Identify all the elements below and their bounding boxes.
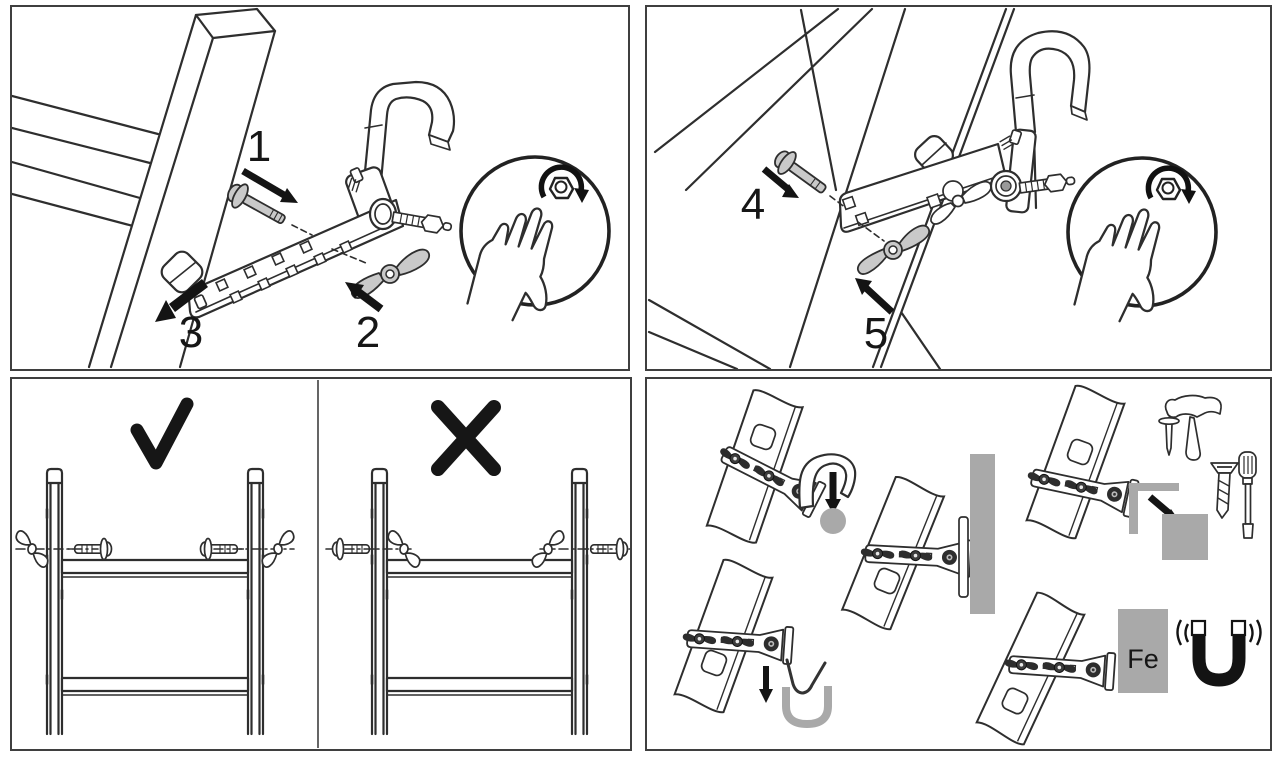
post-hole <box>700 649 728 677</box>
arrow-icon <box>1147 494 1173 517</box>
post-slots <box>370 508 589 685</box>
panel-attach-bracket: 1 2 3 <box>10 5 630 371</box>
hand-tighten-icon <box>461 157 609 329</box>
usage-hook-down <box>673 557 832 729</box>
hook-down-icon <box>785 658 827 695</box>
bolt-icon <box>774 150 847 209</box>
hammer-icon <box>1164 394 1222 461</box>
post-hole <box>749 423 777 451</box>
stud-icon <box>999 129 1023 151</box>
step-label-4: 4 <box>741 180 765 229</box>
check-icon <box>130 397 194 470</box>
arrow-step4 <box>761 166 799 198</box>
corner-bracket-icon <box>1129 483 1179 534</box>
hand-tighten-icon <box>1068 158 1216 330</box>
wing-nut-icon <box>857 221 930 275</box>
post-hole <box>1066 438 1094 466</box>
iron-plate-icon <box>1118 609 1168 693</box>
mount-surface <box>1162 514 1208 560</box>
wing-nut-icon <box>331 248 430 299</box>
step-label-1: 1 <box>247 122 271 171</box>
pivot-bolt-icon <box>368 197 453 234</box>
panel-second-bolt: 4 5 <box>645 5 1272 371</box>
ladder-rail-icon <box>87 7 277 369</box>
panel-orientation-check <box>10 377 632 751</box>
panel2-drawing: 4 5 <box>647 7 1270 369</box>
panel4-drawing: Fe <box>673 383 1262 747</box>
rung-icon <box>12 94 160 228</box>
panel3-drawing <box>12 380 630 748</box>
step-label-2: 2 <box>356 308 380 357</box>
ball-icon <box>820 508 846 534</box>
screw-icon <box>1210 462 1239 519</box>
post-hole <box>873 567 901 595</box>
usage-wall-mount <box>840 454 995 632</box>
step-label-5: 5 <box>864 309 888 358</box>
cross-icon <box>431 400 501 476</box>
ladder-frame-lines <box>647 7 942 369</box>
arrow-step1 <box>241 167 298 203</box>
pivot-bolt-icon <box>989 169 1076 203</box>
mount-plate <box>958 516 969 598</box>
tools <box>1158 394 1257 539</box>
post-slots <box>45 508 265 685</box>
hook-icon <box>360 80 456 206</box>
hook-over-icon <box>798 453 857 510</box>
wing-nut-icon <box>930 180 992 225</box>
bracket-bar-icon <box>187 198 405 319</box>
wall-icon <box>970 454 995 614</box>
arrow-step3 <box>155 279 209 322</box>
bolt-icon <box>67 537 113 561</box>
bolt-icon <box>227 183 313 236</box>
usage-magnet: Fe <box>975 590 1262 747</box>
u-hook-icon <box>782 686 832 729</box>
post-hole <box>1001 687 1029 715</box>
iron-label: Fe <box>1127 644 1159 674</box>
shelf-frame-correct <box>12 467 300 736</box>
panel1-drawing: 1 2 3 <box>12 7 628 369</box>
usage-hook-over <box>705 387 857 546</box>
usage-corner-bracket <box>1023 383 1208 560</box>
nail-icon <box>1158 416 1180 456</box>
panel-usage-examples: Fe <box>645 377 1272 751</box>
magnet-icon <box>1176 619 1262 687</box>
arrow-step5 <box>855 278 895 315</box>
shelf-frame-incorrect <box>325 467 630 736</box>
arrow-step2 <box>345 282 384 313</box>
step-label-3: 3 <box>179 308 203 357</box>
stud-icon <box>347 167 364 193</box>
screwdriver-icon <box>1238 451 1257 539</box>
